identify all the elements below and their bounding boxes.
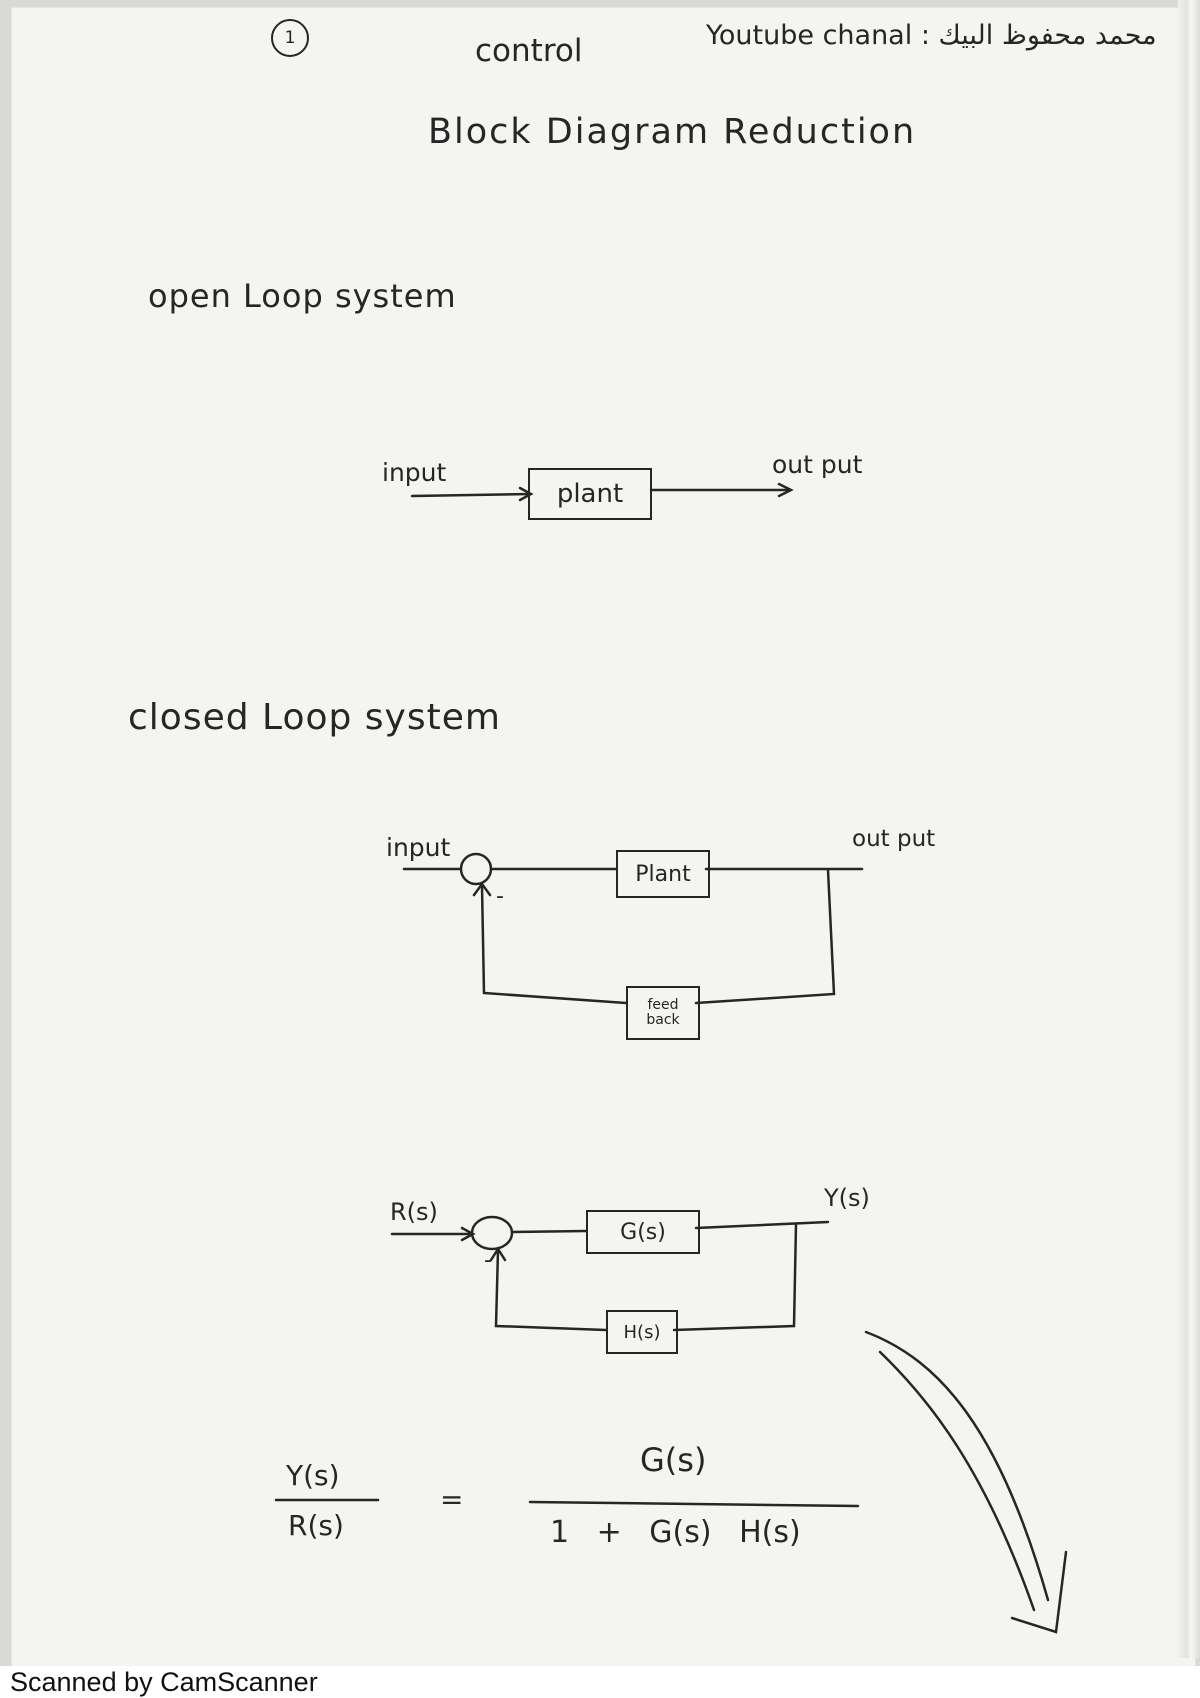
closed-feedback-path-right	[694, 868, 836, 1005]
page-turn-arrow	[864, 1330, 1050, 1602]
closed-loop-input-label: input	[386, 833, 451, 862]
closed-loop-feedback-sign: -	[496, 884, 504, 909]
transfer-forward-line-2	[694, 1220, 830, 1230]
feedback-block-h-label: H(s)	[623, 1321, 661, 1343]
closed-loop-plant-block: Plant	[616, 850, 710, 898]
page-number: 1	[271, 19, 309, 57]
paper-sheet	[12, 8, 1195, 1666]
closed-loop-heading: closed Loop system	[128, 697, 501, 738]
scan-footer-strip	[0, 1666, 1200, 1698]
transfer-feedback-sign: -	[484, 1248, 492, 1273]
transfer-feedback-path-right	[672, 1222, 798, 1332]
forward-block-label: G(s)	[620, 1219, 666, 1245]
closed-feedback-arrowhead	[472, 881, 492, 897]
formula-rhs-numerator: G(s)	[640, 1441, 707, 1479]
closed-loop-feedback-block: feed back	[626, 986, 700, 1040]
transfer-output-label: Y(s)	[824, 1184, 870, 1212]
closed-feedback-path-left	[480, 884, 628, 1005]
transfer-summing-junction	[470, 1215, 514, 1251]
transfer-feedback-path-left	[494, 1248, 608, 1332]
feedback-block-h: H(s)	[606, 1310, 678, 1354]
formula-rhs-denominator: 1 + G(s) H(s)	[550, 1515, 801, 1550]
plant-block-label: plant	[556, 479, 624, 509]
subject-label: control	[475, 33, 583, 69]
closed-plant-label: Plant	[635, 861, 691, 887]
open-loop-input-arrow-line	[410, 492, 532, 498]
open-loop-input-arrowhead	[518, 486, 534, 502]
open-loop-output-label: out put	[772, 450, 863, 479]
formula-equals: =	[440, 1483, 464, 1516]
formula-lhs-denominator: R(s)	[288, 1509, 344, 1542]
closed-loop-output-label: out put	[852, 826, 936, 852]
closed-summing-junction	[459, 852, 493, 886]
transfer-feedback-arrowhead	[489, 1246, 507, 1262]
transfer-input-label: R(s)	[390, 1198, 438, 1226]
open-loop-input-label: input	[382, 458, 447, 487]
page-title: Block Diagram Reduction	[428, 112, 917, 152]
formula-lhs-numerator: Y(s)	[286, 1459, 340, 1492]
open-loop-plant-block: plant	[528, 468, 652, 520]
page-turn-arrowhead	[1010, 1550, 1068, 1634]
forward-block-g: G(s)	[586, 1210, 700, 1254]
camscanner-watermark: Scanned by CamScanner	[10, 1667, 318, 1697]
open-loop-output-arrowhead	[777, 482, 794, 498]
page-number-text: 1	[284, 28, 296, 48]
channel-label: Youtube chanal : محمد محفوظ البيك	[706, 20, 1157, 51]
transfer-forward-line-1	[510, 1229, 588, 1234]
paper-edge	[1178, 0, 1200, 1658]
page-turn-arrow-inner	[878, 1350, 1036, 1612]
formula-rhs-bar	[528, 1500, 860, 1508]
open-loop-heading: open Loop system	[148, 277, 457, 315]
feedback-block-label: feed back	[646, 997, 680, 1028]
